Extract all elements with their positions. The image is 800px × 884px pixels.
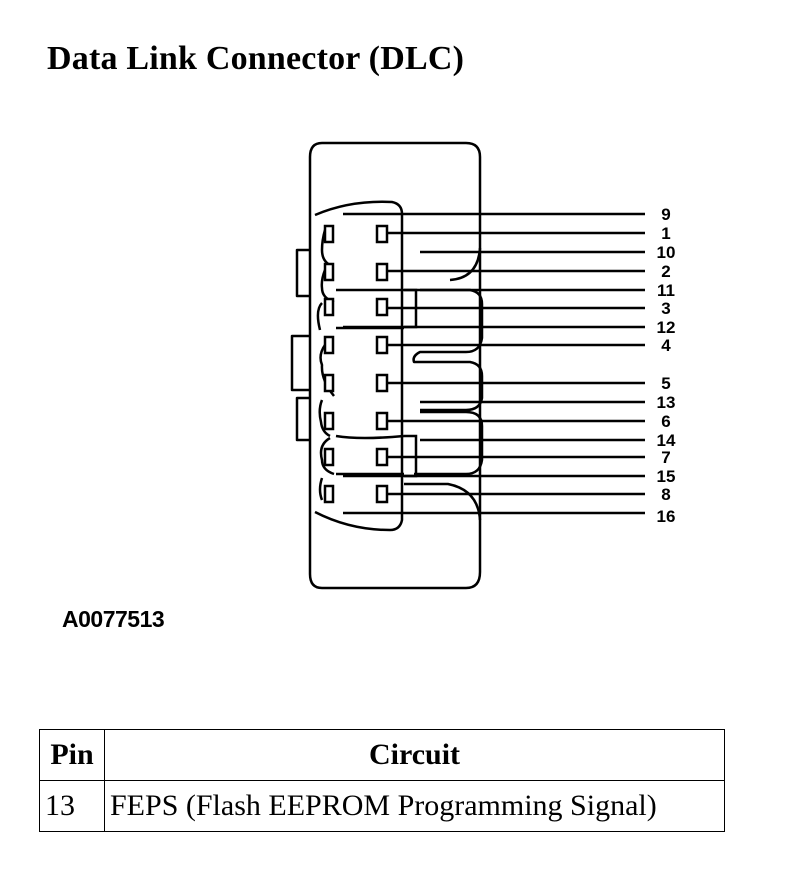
pin-circuit-table: Pin Circuit 13 FEPS (Flash EEPROM Progra… (39, 729, 725, 832)
pin-contact (323, 297, 335, 317)
circuit-cell: FEPS (Flash EEPROM Programming Signal) (104, 780, 725, 832)
pin-contact (375, 373, 389, 393)
pin-label: 6 (661, 412, 670, 431)
figure-id: A0077513 (62, 606, 165, 632)
pin-contact (375, 411, 389, 431)
pin-contact (323, 373, 335, 393)
pin-lead-jog (404, 288, 418, 329)
pin-contact (375, 484, 389, 504)
pin-contact (375, 447, 389, 467)
pin-lead-jog (404, 434, 418, 478)
pin-label: 13 (657, 393, 676, 412)
pin-label: 15 (657, 467, 676, 486)
pin-contact (323, 262, 335, 282)
pin-contact (323, 224, 335, 244)
pin-label: 8 (661, 485, 670, 504)
pin-contact (323, 335, 335, 355)
pin-contact (375, 224, 389, 244)
terminal-block-outline (314, 200, 404, 532)
connector-latch-tab (290, 334, 310, 392)
pin-pocket-outline (316, 229, 335, 501)
pin-label: 7 (661, 448, 670, 467)
pin-cell: 13 (39, 780, 105, 832)
pin-contact (375, 335, 389, 355)
connector-latch-tab (295, 248, 310, 298)
table-header-row: Pin Circuit (39, 729, 725, 781)
pin-label: 12 (657, 318, 676, 337)
connector-housing-outline (308, 141, 482, 590)
pin-label: 3 (661, 299, 670, 318)
connector-latch-tab (295, 396, 310, 442)
pin-contact (323, 447, 335, 467)
pin-label: 16 (657, 507, 676, 526)
pin-label: 5 (661, 374, 670, 393)
pin-label: 9 (661, 205, 670, 224)
pin-label: 14 (657, 431, 676, 450)
pin-label: 2 (661, 262, 670, 281)
pin-contact (323, 411, 335, 431)
pin-label: 10 (657, 243, 676, 262)
pin-label: 11 (657, 281, 675, 300)
pin-column-header: Pin (39, 729, 105, 781)
circuit-column-header: Circuit (104, 729, 725, 781)
page-title: Data Link Connector (DLC) (47, 40, 465, 77)
pin-contact (323, 484, 335, 504)
pin-contact (375, 297, 389, 317)
pin-label: 1 (661, 224, 670, 243)
pin-label: 4 (661, 336, 671, 355)
pin-contact (375, 262, 389, 282)
table-row: 13 FEPS (Flash EEPROM Programming Signal… (39, 780, 725, 832)
